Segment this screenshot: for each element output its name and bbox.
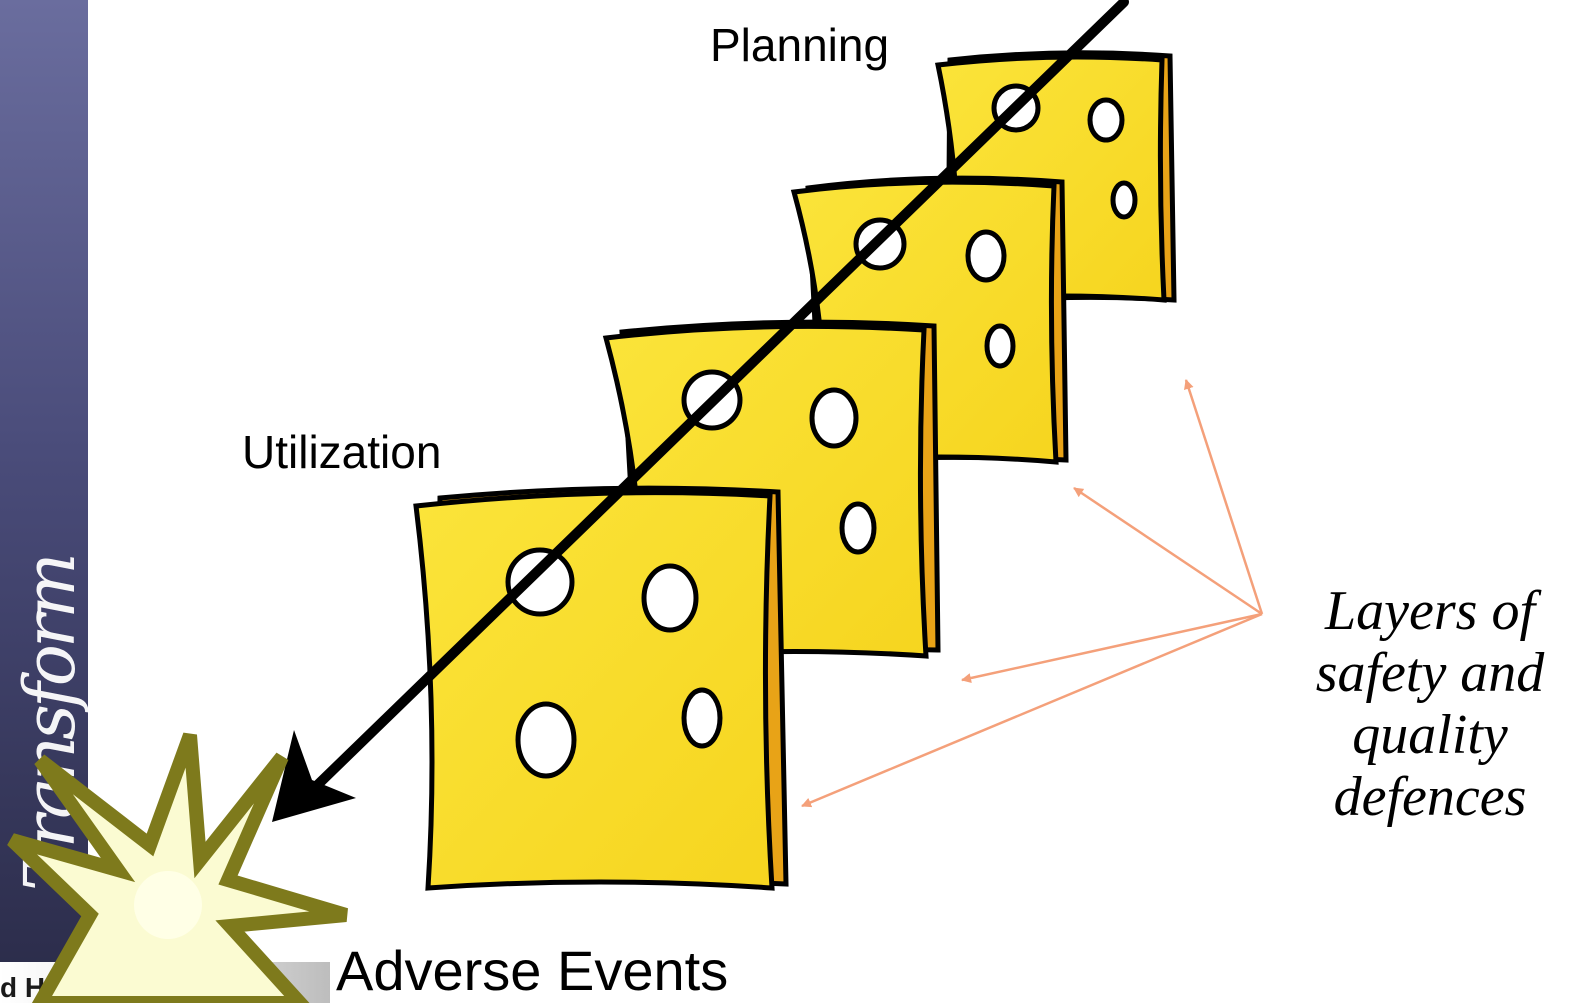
pointer-lines: [801, 379, 1264, 808]
cheese-hole: [839, 501, 877, 555]
label-utilization: Utilization: [242, 426, 442, 478]
cheese-hole: [681, 687, 723, 749]
explosion-burst-icon: [7, 732, 348, 1003]
cheese-hole: [984, 323, 1016, 369]
cheese-hole: [1110, 180, 1138, 220]
trajectory-arrow: [272, 0, 1129, 822]
annotation-layers-of-safety: Layers of safety and quality defences: [1315, 580, 1545, 828]
cheese-hole: [965, 229, 1007, 283]
cheese-hole: [515, 701, 577, 779]
label-adverse-events: Adverse Events: [336, 939, 729, 1002]
cheese-hole: [641, 563, 699, 633]
cheese-hole: [809, 387, 859, 449]
label-planning: Planning: [710, 19, 890, 71]
cheese-layer-1: [413, 485, 789, 891]
cheese-hole: [1087, 97, 1125, 143]
cheese-hole: [505, 547, 575, 617]
